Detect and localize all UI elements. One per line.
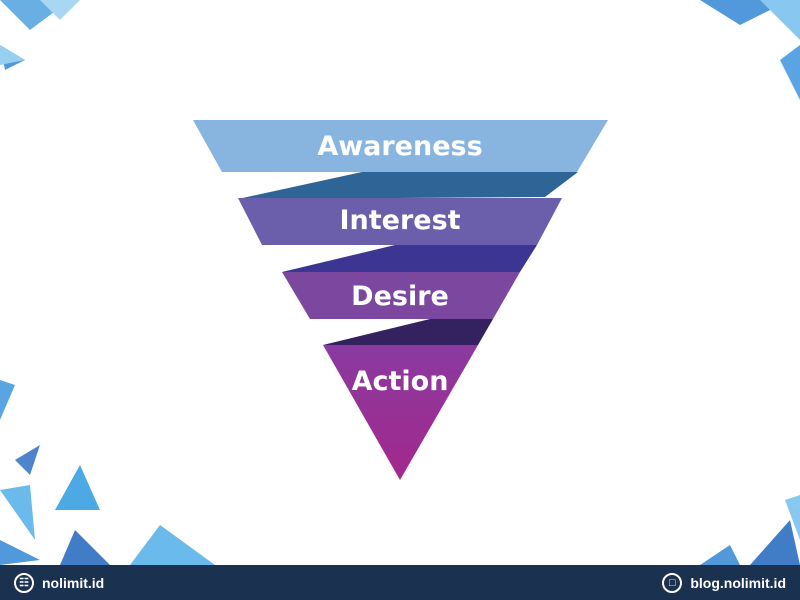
decorative-triangles [0, 0, 800, 565]
stage-label-awareness: Awareness [317, 131, 482, 162]
footer-bar: ☷ nolimit.id □ blog.nolimit.id [0, 565, 800, 600]
blog-link[interactable]: □ blog.nolimit.id [662, 565, 786, 600]
website-text: nolimit.id [42, 574, 105, 591]
blog-text: blog.nolimit.id [690, 574, 786, 591]
stage-label-interest: Interest [339, 205, 460, 236]
funnel-stage-action [323, 345, 478, 480]
connector-2 [282, 245, 537, 272]
connector-3 [323, 319, 493, 345]
connector-1 [238, 172, 578, 199]
stage-label-desire: Desire [351, 281, 449, 312]
funnel-stage-desire [282, 272, 520, 319]
globe-icon: ☷ [14, 572, 34, 593]
website-link[interactable]: ☷ nolimit.id [14, 565, 104, 600]
funnel-stage-interest [238, 198, 562, 245]
funnel-stage-awareness [193, 120, 608, 172]
chat-icon: □ [662, 572, 683, 593]
stage-label-action: Action [352, 366, 449, 397]
